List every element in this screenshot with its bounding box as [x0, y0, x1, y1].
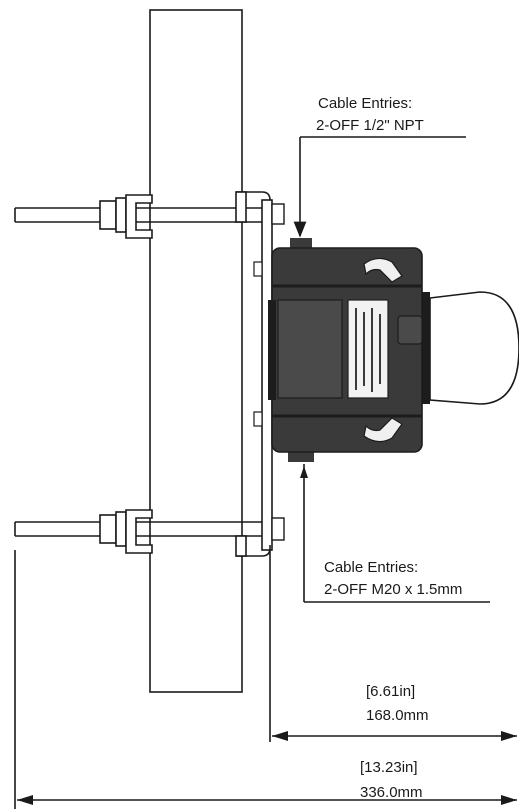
callout-bottom: Cable Entries: 2-OFF M20 x 1.5mm: [300, 464, 490, 603]
beacon-lens: [429, 291, 519, 405]
callout-bottom-line1: Cable Entries:: [324, 559, 418, 576]
dimension-outer: [13.23in] 336.0mm: [14, 550, 517, 809]
pole: [149, 9, 243, 693]
callout-top-line1: Cable Entries:: [318, 95, 412, 112]
dimension-outer-imperial: [13.23in]: [360, 759, 418, 776]
callout-top: Cable Entries: 2-OFF 1/2" NPT: [293, 95, 466, 238]
dimension-inner-metric: 168.0mm: [366, 707, 429, 724]
callout-bottom-line2: 2-OFF M20 x 1.5mm: [324, 581, 462, 598]
nameplate-text-lines: [355, 308, 381, 392]
beacon-housing: [268, 238, 430, 462]
dimension-inner: [6.61in] 168.0mm: [269, 545, 517, 742]
lower-u-bolt: [14, 509, 271, 557]
callout-top-line2: 2-OFF 1/2" NPT: [316, 117, 424, 134]
dimension-inner-imperial: [6.61in]: [366, 683, 415, 700]
dimension-outer-metric: 336.0mm: [360, 784, 423, 801]
